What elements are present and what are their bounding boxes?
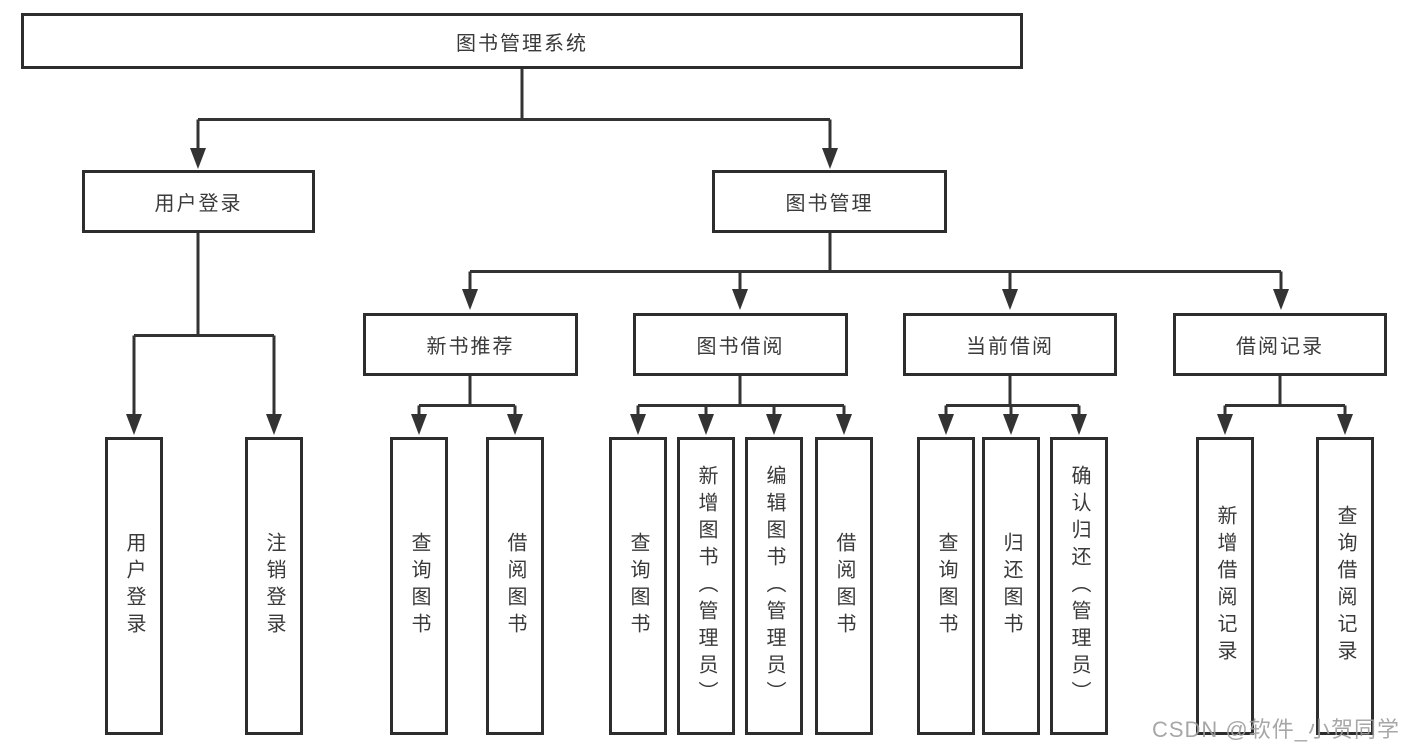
node-leaf-edit-books-admin: 编辑图书（管理员） [745, 437, 803, 735]
node-leaf-add-books-admin: 新增图书（管理员） [677, 437, 735, 735]
node-label: 图书管理 [785, 193, 874, 215]
node-leaf-logout: 注销登录 [245, 437, 303, 735]
node-leaf-add-borrow-record: 新增借阅记录 [1196, 437, 1254, 735]
node-label: 查询图书 [627, 532, 649, 640]
node-label: 用户登录 [154, 193, 243, 215]
node-label: 图书管理系统 [456, 32, 588, 55]
node-leaf-query-books: 查询图书 [917, 437, 975, 735]
node-label: 用户登录 [123, 532, 145, 640]
node-leaf-borrow-books: 借阅图书 [815, 437, 873, 735]
node-current-borrowing: 当前借阅 [903, 313, 1117, 376]
node-label: 新书推荐 [426, 336, 515, 358]
node-leaf-return-books: 归还图书 [982, 437, 1040, 735]
node-label: 归还图书 [1000, 532, 1022, 640]
node-label: 确认归还（管理员） [1068, 464, 1090, 708]
node-label: 新增借阅记录 [1214, 505, 1236, 667]
node-label: 当前借阅 [966, 336, 1054, 358]
node-book-borrowing: 图书借阅 [633, 313, 848, 376]
node-leaf-borrow-books: 借阅图书 [486, 437, 544, 735]
node-label: 图书借阅 [696, 336, 785, 358]
node-label: 查询图书 [408, 532, 430, 640]
node-label: 借阅图书 [504, 532, 526, 640]
node-library-management-system: 图书管理系统 [21, 13, 1023, 69]
node-label: 编辑图书（管理员） [763, 464, 785, 708]
node-leaf-user-login: 用户登录 [105, 437, 163, 735]
node-label: 注销登录 [263, 532, 285, 640]
node-new-book-recommendation: 新书推荐 [363, 313, 578, 376]
node-label: 查询借阅记录 [1334, 505, 1356, 667]
node-label: 借阅图书 [833, 532, 855, 640]
node-leaf-query-books: 查询图书 [609, 437, 667, 735]
node-leaf-query-borrow-record: 查询借阅记录 [1316, 437, 1374, 735]
node-book-management: 图书管理 [712, 170, 947, 233]
node-label: 新增图书（管理员） [695, 464, 717, 708]
node-user-login: 用户登录 [82, 170, 315, 233]
node-borrowing-records: 借阅记录 [1173, 313, 1387, 376]
node-label: 查询图书 [935, 532, 957, 640]
node-label: 借阅记录 [1236, 336, 1324, 358]
csdn-watermark: CSDN @软件_小贺同学 [1151, 717, 1400, 742]
node-leaf-query-books: 查询图书 [390, 437, 448, 735]
node-leaf-confirm-return-admin: 确认归还（管理员） [1050, 437, 1108, 735]
